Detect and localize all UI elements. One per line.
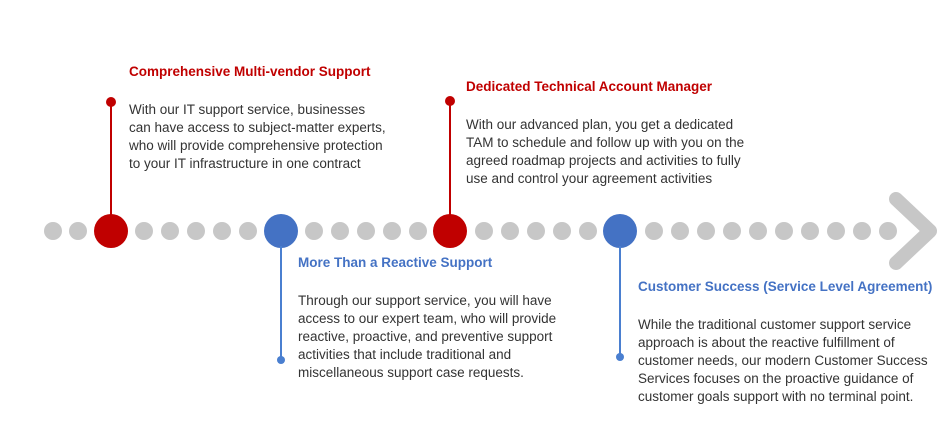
milestone-card-4: Customer Success (Service Level Agreemen… [638,278,933,406]
track-dot [853,222,871,240]
milestone-marker-2 [264,214,298,248]
track-dot [357,222,375,240]
track-dot [305,222,323,240]
track-dot [213,222,231,240]
milestone-card-2: More Than a Reactive Support Through our… [298,254,573,382]
track-dot [527,222,545,240]
connector-pin-4 [616,353,624,361]
track-dot [187,222,205,240]
track-dot [775,222,793,240]
milestone-marker-4 [603,214,637,248]
track-dot [501,222,519,240]
track-dot [801,222,819,240]
connector-pin-1 [106,97,116,107]
track-dot [645,222,663,240]
track-dot [879,222,897,240]
milestone-marker-3 [433,214,467,248]
track-dot [671,222,689,240]
connector-line-2 [280,246,282,358]
track-dot [749,222,767,240]
track-dot [44,222,62,240]
milestone-description: Through our support service, you will ha… [298,293,557,380]
track-dot [69,222,87,240]
milestone-card-3: Dedicated Technical Account Manager With… [466,78,746,188]
track-dot [239,222,257,240]
track-dot [475,222,493,240]
track-dot [553,222,571,240]
track-dot [697,222,715,240]
milestone-description: While the traditional customer support s… [638,317,928,404]
track-dot [331,222,349,240]
chevron-right-icon [889,192,937,270]
milestone-marker-1 [94,214,128,248]
connector-line-3 [449,101,451,216]
track-dot [579,222,597,240]
track-dot [409,222,427,240]
connector-pin-3 [445,96,455,106]
milestone-title: Dedicated Technical Account Manager [466,79,713,94]
milestone-card-1: Comprehensive Multi-vendor Support With … [129,63,389,173]
connector-pin-2 [277,356,285,364]
connector-line-4 [619,246,621,356]
track-dot [827,222,845,240]
milestone-description: With our IT support service, businesses … [129,102,386,171]
connector-line-1 [110,102,112,216]
track-dot [383,222,401,240]
track-dot [723,222,741,240]
track-dot [161,222,179,240]
milestone-description: With our advanced plan, you get a dedica… [466,117,745,186]
milestone-title: Comprehensive Multi-vendor Support [129,64,371,79]
milestone-title: More Than a Reactive Support [298,255,493,270]
track-dot [135,222,153,240]
milestone-title: Customer Success (Service Level Agreemen… [638,279,933,294]
